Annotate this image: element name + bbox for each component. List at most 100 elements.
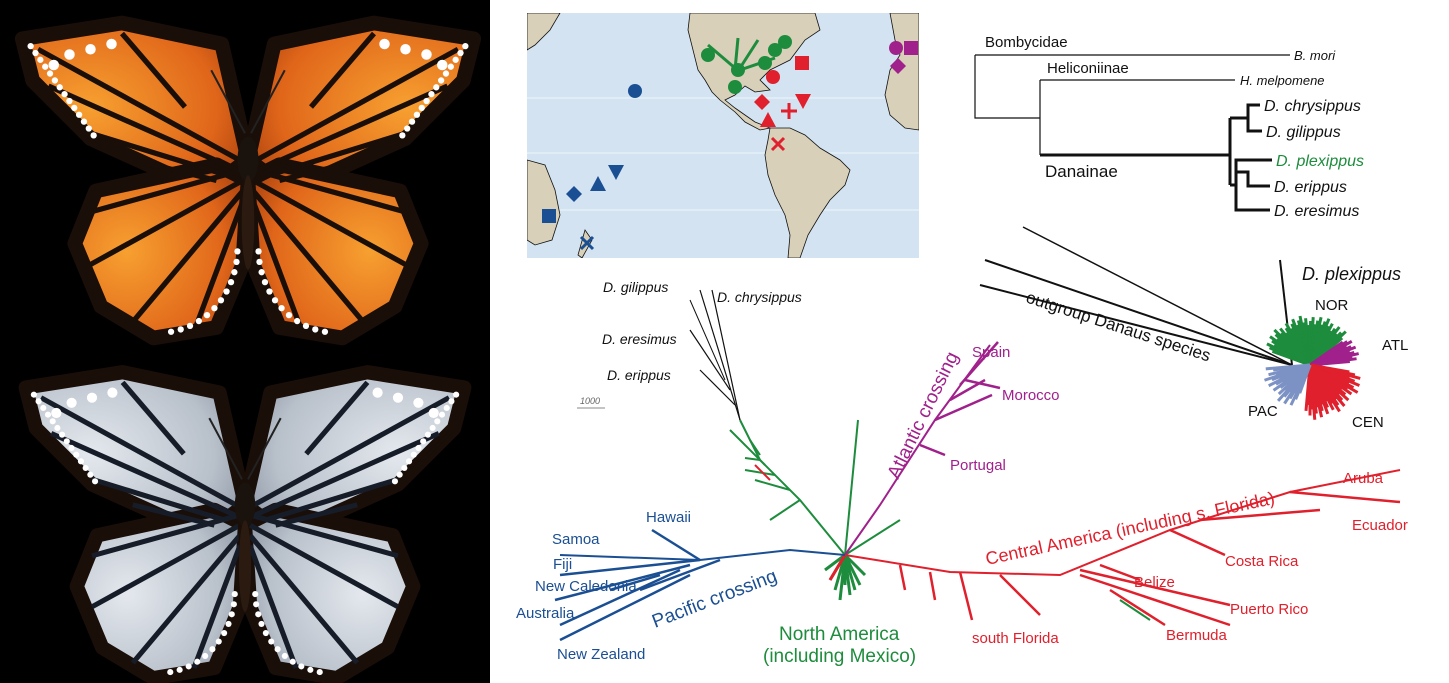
wing-spot [255,248,262,255]
wing-spot [233,258,240,266]
map-marker-triangle-down [795,94,811,109]
wing-spot [177,326,184,333]
outgroup-branch [699,289,741,421]
clade-label-danainae: Danainae [1045,162,1118,181]
fan-branch-cen [1304,364,1312,411]
outgroup-label-text: outgroup Danaus species [1024,288,1213,366]
outgroup-branch [689,299,726,381]
wing-spot [217,297,225,304]
north-america-branch [744,469,776,476]
map-marker-circle [758,56,772,70]
wing-vein [304,380,370,456]
pacific-branch [639,558,721,592]
wing-spot [77,458,84,465]
wing-spot [415,444,422,452]
map-marker-x [579,235,595,251]
north-america-label-line2: (including Mexico) [763,646,916,667]
apex-spot [437,59,448,71]
map-marker-x [770,136,786,152]
plexippus-fan-tree [979,226,1361,420]
wing-spot [87,471,94,478]
wing-spot [167,328,175,335]
tree-label-ecuador: Ecuador [1352,517,1408,534]
fan-label-atl: ATL [1382,337,1408,354]
wing-spot [167,669,174,676]
wing-spot [418,104,425,112]
wing-pair [237,365,472,683]
asia-land [527,13,561,51]
wing-spot [423,97,430,105]
pacific-branch [559,573,691,642]
wing-spot [316,669,323,676]
wing-spot [63,438,70,445]
distribution-map [527,13,919,258]
wing-spot [410,451,417,458]
wing-vein [254,431,440,518]
wing-spot [49,418,56,425]
outgroup-branch [699,369,736,406]
wing-spot [209,646,216,653]
wing-spot [185,663,192,670]
wing-spot [453,391,460,398]
wing-spot [40,404,47,412]
orange-monarch-butterfly [14,15,482,346]
wing-vein [246,46,460,168]
wing-spot [408,118,416,125]
outgroup-branch [1022,226,1293,366]
wing-spot [46,70,54,77]
wing-vein [89,167,244,215]
atlantic-branch [919,443,946,457]
map-marker-circle [766,70,780,84]
wing-spot [434,418,441,425]
tree-label-samoa: Samoa [552,531,600,548]
wing-vein [248,533,360,665]
wing-spot [312,326,319,333]
cladogram [974,54,1290,212]
wing-spot [92,478,99,485]
fan-label-nor: NOR [1315,297,1349,314]
antennae [208,417,282,480]
wing-spot [268,638,275,645]
apex-spot [64,49,75,60]
wing-spot [231,591,238,598]
north-america-branch [824,553,846,572]
outgroup-branch [689,329,731,391]
map-marker-triangle-down [608,165,624,180]
map-marker-triangle [760,112,776,127]
wing-spot [44,411,52,418]
wing-vein [36,46,250,168]
north-america-label-line1: North America [779,624,900,645]
fan-branch-atl [1309,360,1350,367]
apex-spot [428,407,439,419]
apex-spot [379,38,390,50]
wing-vein [120,31,187,109]
wing-spot [462,42,469,50]
wing-spot [285,311,293,319]
apex-spot [107,387,118,398]
outgroup-label: outgroup Danaus species [1024,288,1213,366]
wing-spot [452,56,459,63]
wing-spot [424,431,431,438]
map-marker-diamond [890,58,906,74]
wing-vein [257,83,449,173]
wing-spot [176,666,183,673]
pacific-branch [651,528,701,562]
wing-vein [191,544,243,669]
apex-spot [51,407,62,419]
apex-spot [86,392,98,403]
central-america-branch [1079,568,1231,607]
wing-spot [298,663,305,670]
tree-label-australia: Australia [516,605,575,622]
outgroup-branch [711,289,741,421]
wing-vein [120,380,186,456]
map-marker-square [542,209,556,223]
wing-vein [91,512,241,559]
tree-label-d-eresimus: D. eresimus [602,331,677,347]
tree-label-new-caledonia: New Caledonia [535,578,637,595]
white-monarch-butterfly [18,365,472,683]
tree-label-d-erippus: D. erippus [607,367,671,383]
wing-vein [249,512,399,559]
wing-spot [30,391,37,398]
clade-label-heliconiinae: Heliconiinae [1047,60,1129,77]
